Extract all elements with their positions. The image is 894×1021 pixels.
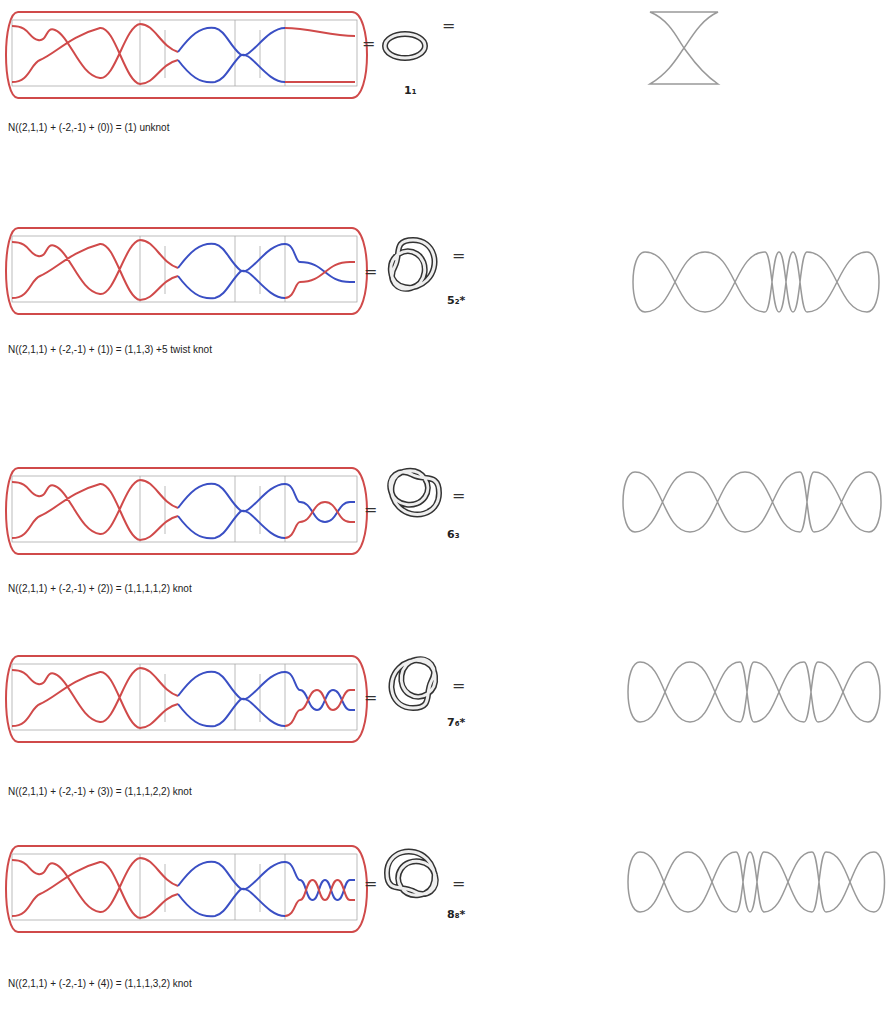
knot-name: 7₆* — [447, 716, 465, 729]
knot-name: 6₃ — [447, 528, 459, 541]
equals-sign: = — [452, 246, 465, 265]
knot-name: 8₈* — [447, 908, 465, 921]
equals-sign: = — [452, 486, 465, 505]
equals-sign: = — [364, 500, 377, 519]
equals-sign: = — [364, 688, 377, 707]
knot-name: 5₂* — [447, 294, 465, 307]
caption: N((2,1,1) + (-2,-1) + (2)) = (1,1,1,1,2)… — [8, 583, 192, 595]
equals-sign: = — [452, 676, 465, 695]
knot-name: 1₁ — [404, 84, 416, 97]
equals-sign: = — [442, 16, 455, 35]
equals-sign: = — [362, 34, 375, 53]
caption: N((2,1,1) + (-2,-1) + (4)) = (1,1,1,3,2)… — [8, 978, 192, 990]
caption: N((2,1,1) + (-2,-1) + (3)) = (1,1,1,2,2)… — [8, 786, 192, 798]
caption: N((2,1,1) + (-2,-1) + (1)) = (1,1,3) +5 … — [8, 344, 212, 356]
caption: N((2,1,1) + (-2,-1) + (0)) = (1) unknot — [8, 122, 169, 134]
equals-sign: = — [364, 262, 377, 281]
equals-sign: = — [364, 874, 377, 893]
equals-sign: = — [452, 874, 465, 893]
